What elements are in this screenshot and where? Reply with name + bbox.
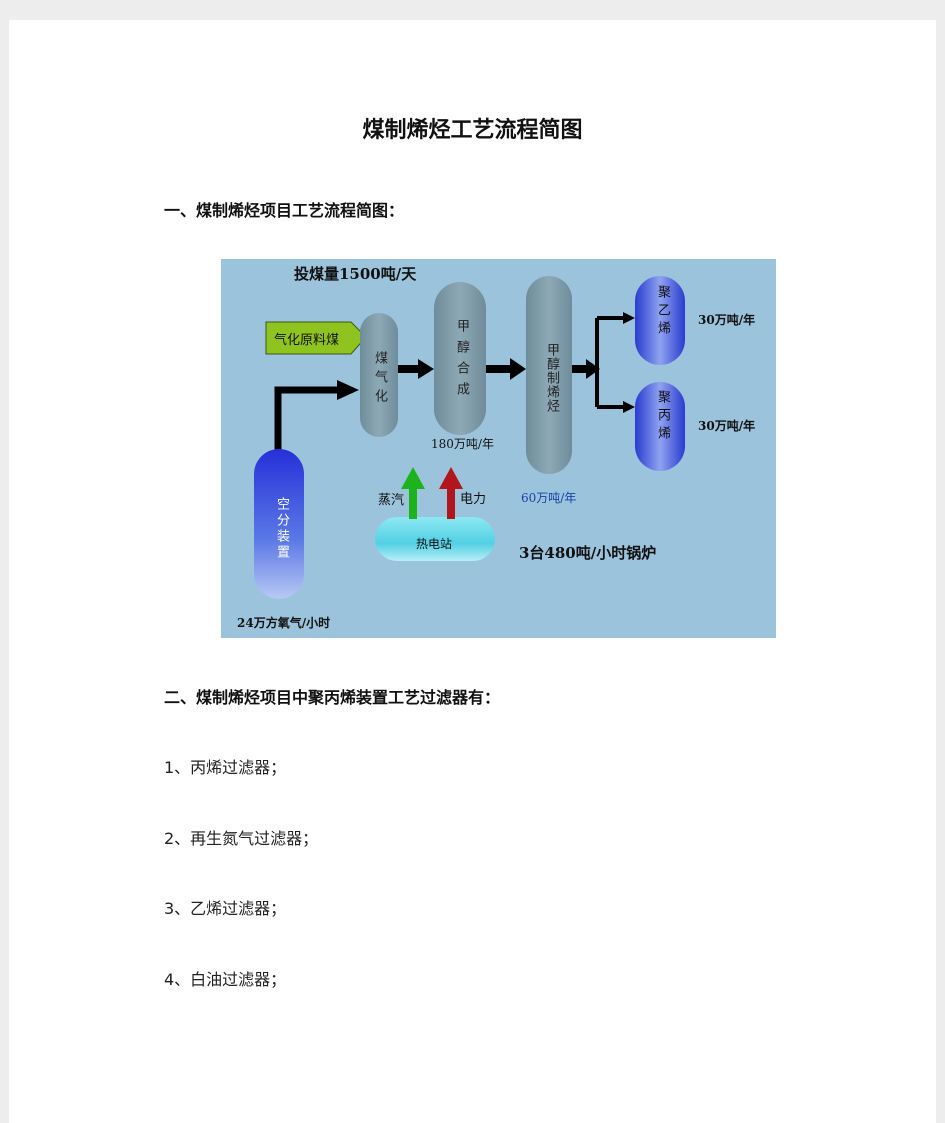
pe-capacity-label: 30万吨/年 — [698, 313, 756, 327]
arrowhead-gasifier-methanol — [418, 359, 434, 379]
power-label: 电力 — [460, 492, 487, 507]
polypropylene-label: 聚丙烯 — [655, 390, 670, 444]
arrowhead-mto-split — [586, 359, 600, 379]
gasification-label: 煤气化 — [372, 351, 387, 408]
steam-arrow-shaft — [409, 487, 417, 519]
raw-coal-label: 气化原料煤 — [274, 333, 340, 348]
pipe-gasifier-methanol — [398, 365, 420, 373]
mto-vessel — [526, 276, 572, 474]
methanol-synthesis-vessel — [434, 282, 486, 435]
list-item: 1、丙烯过滤器； — [164, 758, 287, 777]
oxygen-capacity-label: 24万方氧气/小时 — [237, 616, 331, 630]
boilers-label: 3台480吨/小时锅炉 — [519, 544, 657, 562]
section-heading-filters: 二、煤制烯烃项目中聚丙烯装置工艺过滤器有： — [164, 688, 501, 707]
pp-capacity-label: 30万吨/年 — [698, 419, 756, 433]
pipe-methanol-mto — [486, 365, 512, 373]
list-item: 3、乙烯过滤器； — [164, 899, 287, 918]
coal-input-label: 投煤量1500吨/天 — [294, 265, 417, 283]
list-item: 2、再生氮气过滤器； — [164, 829, 319, 848]
polyethylene-vessel — [635, 276, 685, 365]
arrowhead-to-pp — [623, 401, 635, 413]
list-item: 4、白油过滤器； — [164, 970, 287, 989]
air-separation-vessel — [254, 449, 304, 599]
oxygen-pipe — [274, 386, 339, 453]
steam-arrow-head — [401, 467, 425, 489]
pipe-mto-split — [572, 365, 588, 373]
power-arrow-shaft — [447, 487, 455, 519]
oxygen-arrowhead — [337, 380, 359, 400]
power-arrow-head — [439, 467, 463, 489]
polyethylene-label: 聚乙烯 — [655, 285, 670, 339]
arrowhead-to-pe — [623, 312, 635, 324]
document-title: 煤制烯烃工艺流程简图 — [362, 118, 583, 143]
gasifier-vessel — [360, 313, 398, 437]
power-station-label: 热电站 — [416, 537, 453, 551]
diagram-graphics — [254, 276, 685, 599]
raw-coal-arrow-shape — [265, 321, 367, 355]
methanol-capacity-label: 180万吨/年 — [431, 437, 494, 451]
air-separation-label: 空分装置 — [274, 497, 289, 561]
arrowhead-methanol-mto — [510, 358, 526, 380]
mto-label: 甲醇制烯烃 — [544, 343, 559, 413]
polypropylene-vessel — [635, 382, 685, 471]
mto-capacity-label: 60万吨/年 — [521, 491, 577, 505]
section-heading-flow-diagram: 一、煤制烯烃项目工艺流程简图： — [164, 201, 405, 220]
process-flow-diagram: 投煤量1500吨/天 气化原料煤 煤气化 甲醇合成 180万吨/年 甲醇制烯烃 … — [221, 259, 776, 638]
power-station-shape — [375, 517, 495, 561]
methanol-synthesis-label: 甲醇合成 — [454, 319, 469, 403]
steam-label: 蒸汽 — [378, 493, 405, 508]
